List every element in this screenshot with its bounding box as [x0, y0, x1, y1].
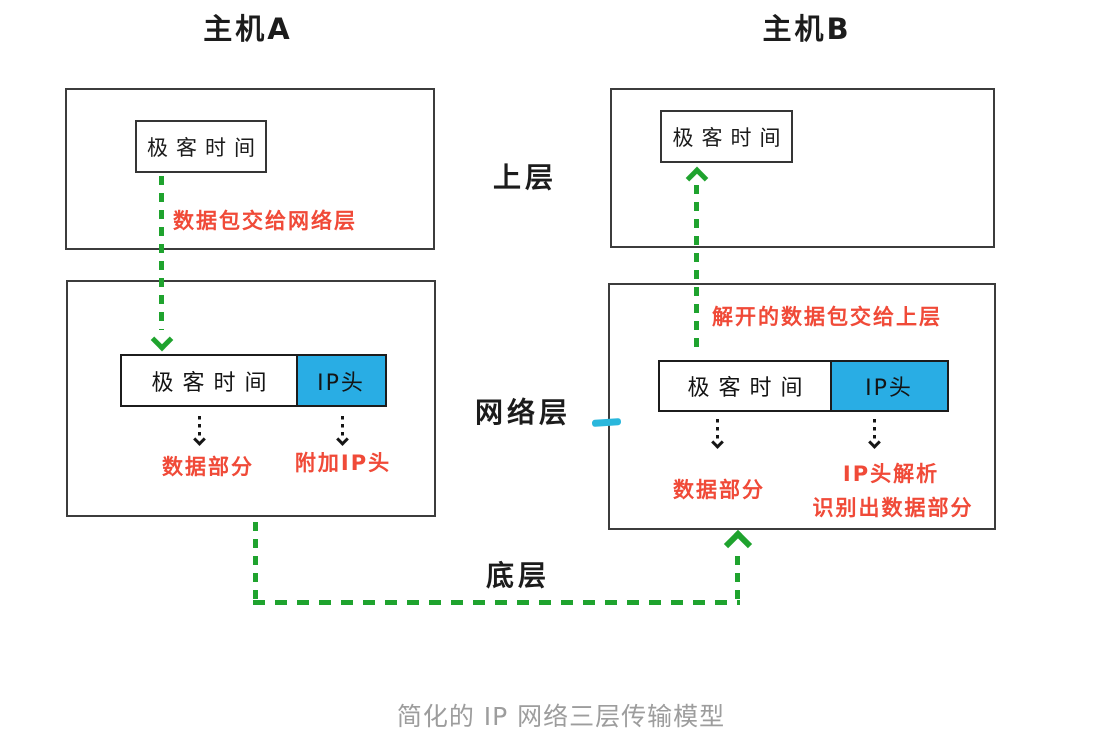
transmission-path-horizontal	[253, 600, 740, 605]
host-b-packet: 极客时间 IP头	[658, 360, 949, 412]
host-b-header-parse-note-line1: IP头解析	[842, 462, 940, 486]
layer-label-upper: 上层	[492, 161, 557, 194]
host-b-header-arrow-line	[873, 419, 876, 439]
diagram-caption: 简化的 IP 网络三层传输模型	[396, 702, 726, 731]
host-a-packet: 极客时间 IP头	[120, 354, 387, 407]
host-a-title: 主机A	[203, 12, 293, 46]
host-a-data-arrow-line	[198, 416, 201, 436]
host-b-data-arrow-line	[716, 419, 719, 439]
host-b-app-data-box: 极客时间	[660, 110, 793, 163]
transmission-path-right	[735, 556, 740, 602]
host-a-down-arrow-line	[159, 176, 164, 330]
host-a-app-data-box: 极客时间	[135, 120, 267, 173]
host-a-packet-payload: 极客时间	[120, 354, 298, 407]
host-b-up-arrow-line	[694, 185, 699, 352]
host-a-data-part-note: 数据部分	[162, 455, 254, 479]
layer-label-network: 网络层	[474, 396, 571, 429]
host-b-packet-payload: 极客时间	[658, 360, 832, 412]
host-a-to-network-note: 数据包交给网络层	[173, 209, 357, 233]
host-a-header-arrow-line	[341, 416, 344, 436]
host-b-header-parse-note-line2: 识别出数据部分	[812, 496, 974, 520]
host-a-packet-ip-header: IP头	[295, 354, 387, 407]
host-a-attach-header-note: 附加IP头	[294, 451, 392, 475]
transmission-path-arrowhead	[723, 529, 753, 559]
transmission-path-left	[253, 522, 258, 602]
host-b-upper-layer-box	[610, 88, 995, 248]
host-b-title: 主机B	[762, 12, 852, 46]
host-b-to-upper-note: 解开的数据包交给上层	[712, 305, 942, 329]
host-b-packet-ip-header: IP头	[829, 360, 949, 412]
host-b-data-part-note: 数据部分	[673, 478, 765, 502]
layer-label-bottom: 底层	[485, 559, 550, 592]
